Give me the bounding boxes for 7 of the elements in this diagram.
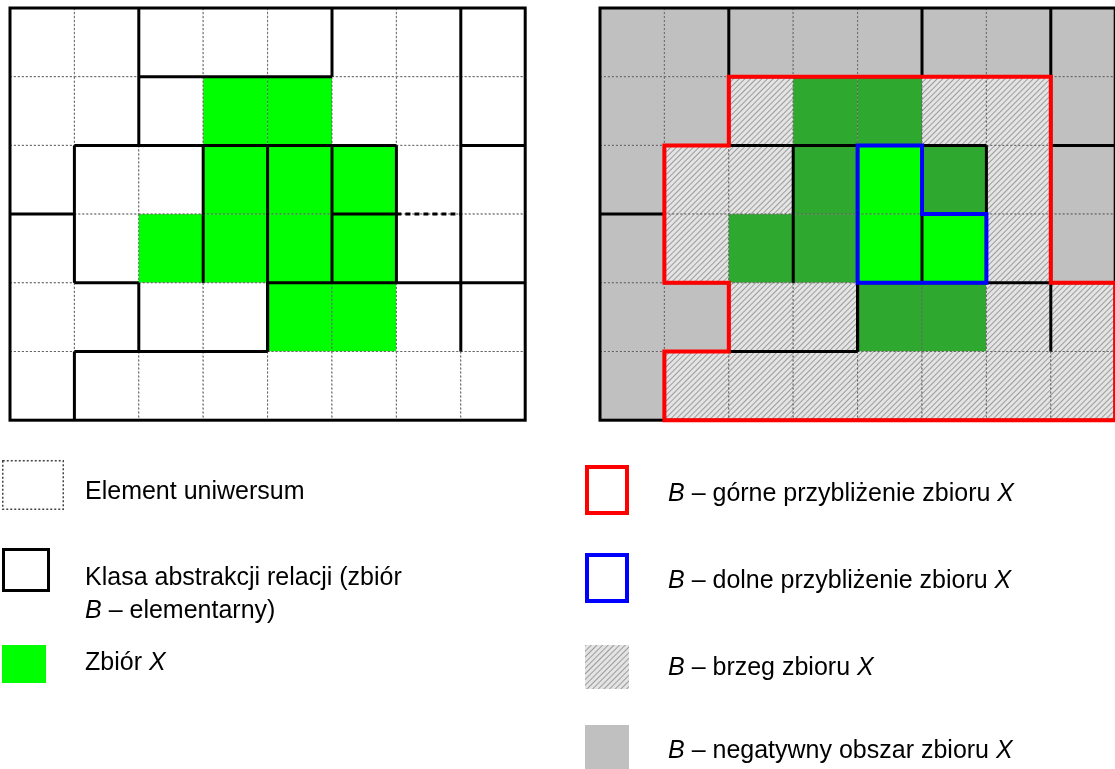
legend-text: Element uniwersum [85,475,305,506]
legend-text: B – dolne przybliżenie zbioru X [668,564,1012,595]
legend-text: B – górne przybliżenie zbioru X [668,477,1015,508]
legend-text: B – negatywny obszar zbioru X [668,734,1013,765]
legend-text: B – brzeg zbioru X [668,651,874,682]
legend-text: Klasa abstrakcji relacji (zbiór B – elementarny) [85,561,403,625]
legend-text: Zbiór X [85,646,166,677]
